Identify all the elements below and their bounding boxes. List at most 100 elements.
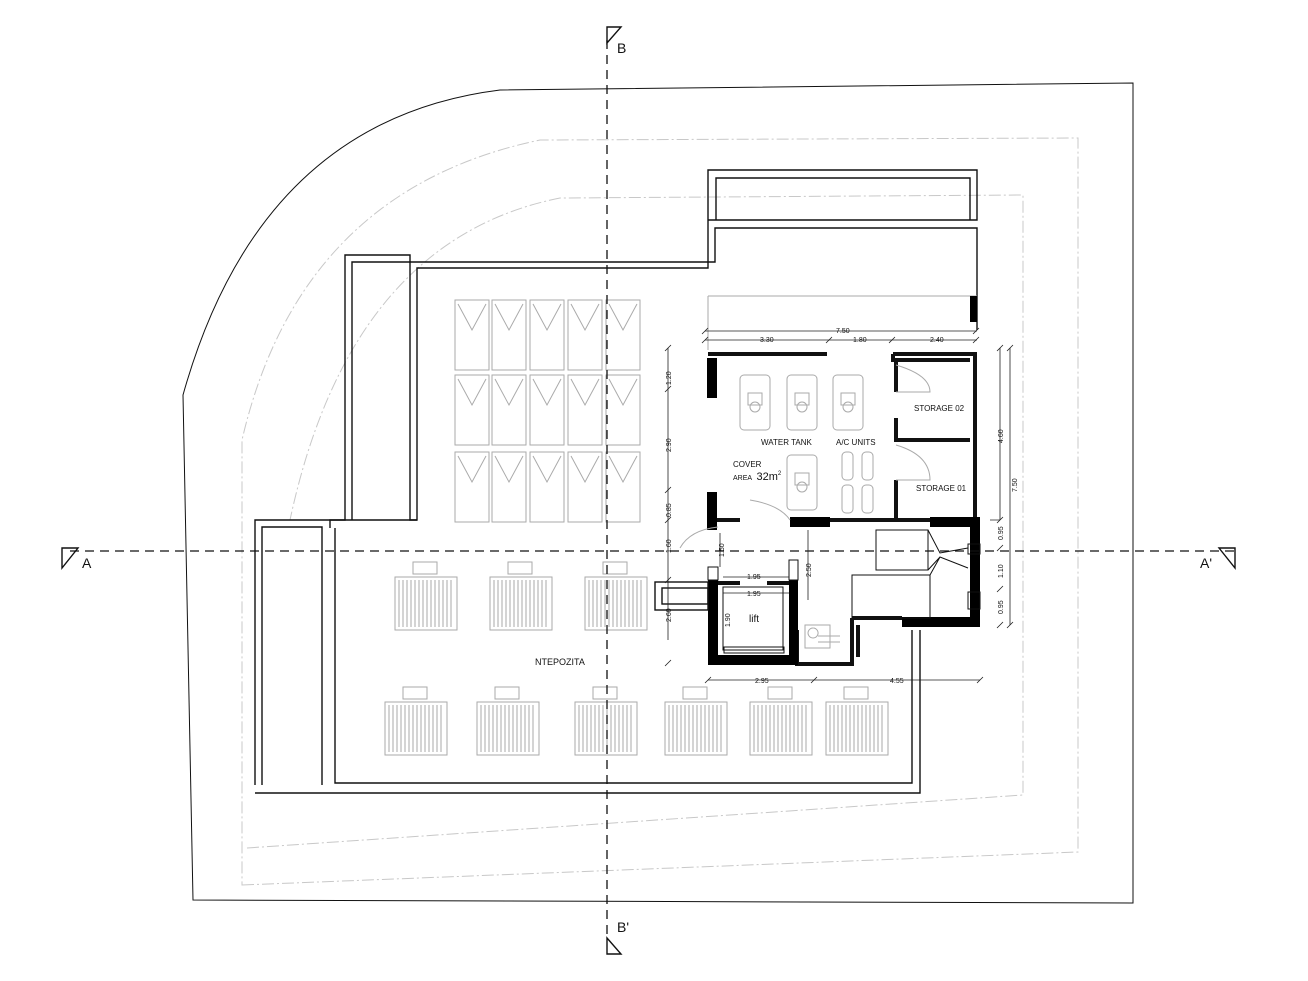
water-tank-valve	[840, 392, 856, 406]
ac-condenser	[749, 686, 813, 756]
solar-panel-mark	[608, 303, 638, 332]
dim-top-3: 2.40	[930, 337, 944, 344]
solar-panel-mark	[494, 455, 524, 484]
label-water-tank: WATER TANK	[761, 438, 812, 447]
solar-panel-frame	[529, 451, 565, 523]
section-marker-b: B	[606, 26, 626, 56]
solar-panel-mark	[457, 303, 487, 332]
solar-panel-mark	[494, 303, 524, 332]
solar-panel-frame	[491, 299, 527, 371]
dim-right-3: 1.10	[998, 564, 1005, 578]
dim-bottom-2: 4.55	[890, 678, 904, 685]
dim-top-total: 7.50	[836, 328, 850, 335]
ac-condenser-fan	[843, 686, 869, 700]
ac-indoor-unit	[841, 451, 854, 481]
label-lift: lift	[749, 614, 759, 625]
ac-condenser-body	[574, 701, 638, 756]
ac-condenser-fan	[412, 561, 438, 575]
ac-condenser-fan	[592, 686, 618, 700]
ac-condenser	[825, 686, 889, 756]
water-tank-body	[786, 454, 818, 511]
ac-condenser-body	[664, 701, 728, 756]
ac-condenser-body	[584, 576, 648, 631]
solar-panel	[605, 299, 641, 371]
label-storage-02: STORAGE 02	[914, 404, 965, 413]
solar-panel-mark	[457, 378, 487, 407]
ac-condenser-fan	[507, 561, 533, 575]
solar-panel-mark	[608, 455, 638, 484]
ac-condenser-fan	[682, 686, 708, 700]
label-terrace: NTEPOZITA	[535, 657, 585, 667]
ac-condenser	[394, 561, 458, 631]
water-tanks	[739, 374, 874, 514]
section-label-a-prime: A'	[1200, 555, 1212, 571]
ac-condenser	[574, 686, 638, 756]
solar-panel	[454, 451, 490, 523]
ac-condenser-grille	[578, 705, 632, 752]
ac-condenser	[384, 686, 448, 756]
ac-indoor-unit	[861, 451, 874, 481]
solar-panel	[605, 451, 641, 523]
ac-condenser-grille	[398, 580, 452, 627]
solar-panel-array	[454, 299, 641, 523]
dim-left-3: 0.85	[666, 503, 673, 517]
solar-panel-mark	[570, 455, 600, 484]
solar-panel	[491, 451, 527, 523]
water-tank-valve	[794, 472, 810, 486]
section-marker-b-prime: B'	[606, 919, 629, 955]
dim-top-1: 3.30	[760, 337, 774, 344]
section-marker-a-prime: A'	[1200, 547, 1236, 571]
solar-panel	[454, 299, 490, 371]
solar-panel-mark	[570, 303, 600, 332]
dim-left-5: 2.60	[666, 608, 673, 622]
solar-panel-mark	[608, 378, 638, 407]
solar-panel-mark	[532, 455, 562, 484]
dim-left-4: 1.60	[666, 539, 673, 553]
setback-line-outer	[241, 137, 1079, 886]
ac-condenser-body	[825, 701, 889, 756]
solar-panel	[529, 299, 565, 371]
water-tank-body	[786, 374, 818, 431]
dim-left-2: 2.90	[666, 438, 673, 452]
dim-right-4: 0.95	[998, 600, 1005, 614]
solar-panel	[529, 451, 565, 523]
dim-lift-width-inner: 1.95	[747, 591, 761, 598]
ac-unit-array	[384, 561, 889, 756]
ac-condenser-grille	[493, 580, 547, 627]
ac-condenser-grille	[753, 705, 807, 752]
water-tank-valve	[794, 392, 810, 406]
ac-condenser-grille	[388, 705, 442, 752]
solar-panel	[605, 374, 641, 446]
solar-panel-mark	[494, 378, 524, 407]
dim-lift-door: 1.50	[719, 543, 726, 557]
ac-condenser-body	[394, 576, 458, 631]
section-label-a: A	[82, 555, 92, 571]
water-tank-valve	[747, 392, 763, 406]
solar-panel-frame	[605, 374, 641, 446]
section-marker-a: A	[61, 547, 92, 571]
water-tank	[832, 374, 864, 431]
ac-condenser-fan	[602, 561, 628, 575]
section-label-b-prime: B'	[617, 919, 629, 935]
ac-condenser-body	[489, 576, 553, 631]
wheelchair-icon	[804, 624, 840, 649]
label-cover: COVER	[733, 460, 762, 469]
dim-left-1: 1.20	[666, 371, 673, 385]
ac-condenser-grille	[588, 580, 642, 627]
solar-panel-frame	[454, 451, 490, 523]
ac-condenser	[584, 561, 648, 631]
solar-panel-frame	[454, 299, 490, 371]
ac-condenser	[489, 561, 553, 631]
water-tank-lid	[749, 401, 761, 413]
water-tank-lid	[842, 401, 854, 413]
ac-condenser-grille	[668, 705, 722, 752]
dim-right-2: 0.95	[998, 526, 1005, 540]
solar-panel-frame	[567, 374, 603, 446]
ac-indoor-unit	[861, 484, 874, 514]
solar-panel	[454, 374, 490, 446]
dim-bottom-1: 2.95	[755, 678, 769, 685]
solar-panel	[567, 299, 603, 371]
solar-panel-frame	[605, 299, 641, 371]
label-ac-units: A/C UNITS	[836, 438, 876, 447]
